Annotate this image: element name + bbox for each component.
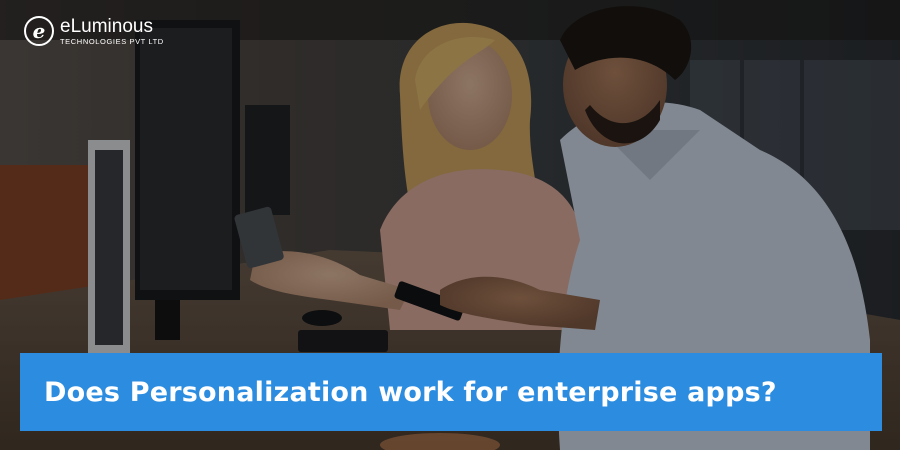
headline-text: Does Personalization work for enterprise… xyxy=(44,376,777,408)
brand-subtitle: TECHNOLOGIES PVT LTD xyxy=(60,36,164,46)
smartphone xyxy=(394,281,465,321)
orange-panel xyxy=(0,165,95,305)
brand-logo-icon: e xyxy=(24,16,54,46)
headline-banner: Does Personalization work for enterprise… xyxy=(20,353,882,431)
keyboard xyxy=(298,330,388,352)
brand-logo: e eLuminous TECHNOLOGIES PVT LTD xyxy=(24,16,164,46)
phone-left xyxy=(234,206,284,269)
desk-object xyxy=(380,433,500,450)
brand-name: eLuminous xyxy=(60,15,153,37)
monitor-second xyxy=(245,105,290,215)
brand-text: eLuminous TECHNOLOGIES PVT LTD xyxy=(60,17,164,46)
mouse xyxy=(302,310,342,326)
